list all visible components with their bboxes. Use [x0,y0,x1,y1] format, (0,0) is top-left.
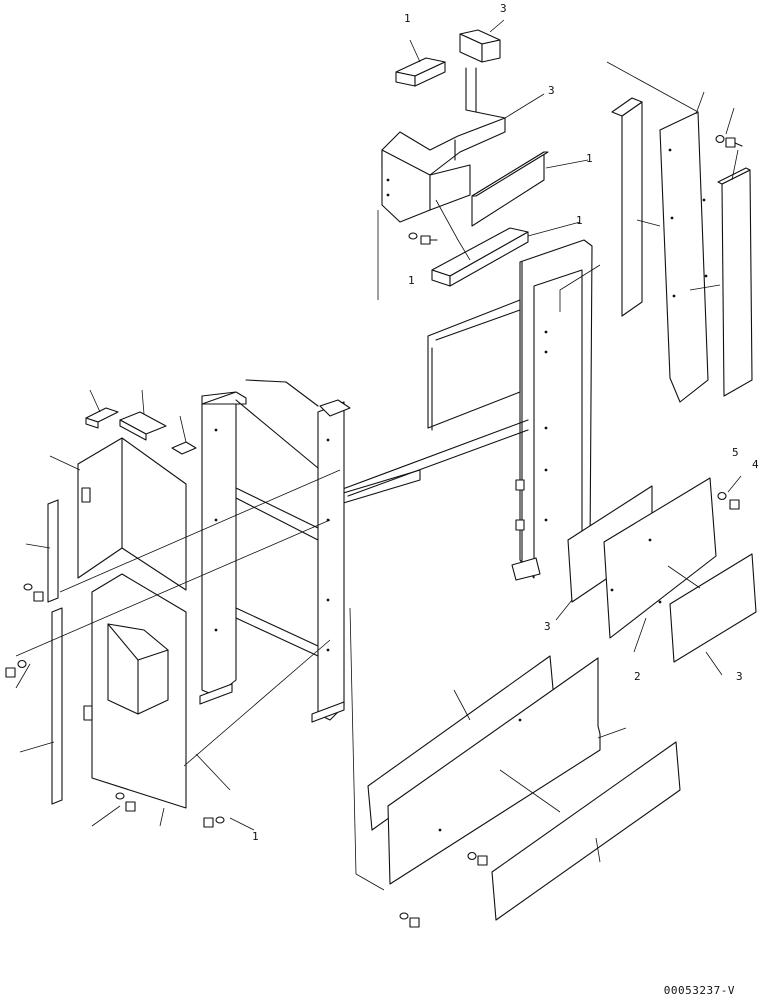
diagram-reference-code: 00053237-V [663,984,735,997]
left-pads [85,407,197,455]
long-lower-plate [387,657,601,885]
callout-plate-right-lower: 2 [634,670,641,683]
callout-bolt-upper-left: 1 [408,274,415,287]
top-bracket-cover [381,67,506,223]
callout-bracket-top: 3 [548,84,555,97]
long-foam-block-front [491,741,681,921]
top-foam-pad-right [459,29,501,63]
bolt-washer-lower-center [399,851,488,928]
callout-washer-right-side: 4 [752,458,759,471]
foam-block-wedge [431,227,529,287]
callout-foam-right-lower-b: 3 [736,670,743,683]
upper-left-panel [77,437,187,591]
side-plate-right-mid [603,477,717,639]
callout-bolt-lower-left: 1 [252,830,259,843]
front-frame [199,379,351,723]
tall-foam-strip-right [717,167,753,397]
callout-pad-lower-right: 1 [576,214,583,227]
foam-block-right-low [669,553,757,663]
left-strips [47,499,63,805]
top-foam-pad-left [395,57,446,87]
leader-lines [15,19,742,891]
bolt-washer-upper-left [408,232,438,245]
bolt-washer-upper-right [715,134,743,148]
callout-bolt-right-side: 5 [732,446,739,459]
tall-side-plate [659,111,709,403]
foam-block-upper-right [471,151,549,227]
callout-pad-top-left: 1 [404,12,411,25]
bolt-washer-left [5,583,44,678]
tall-foam-strip-left [611,97,643,317]
callout-pad-top-right: 3 [500,2,507,15]
bolt-washer-right-mid [717,491,740,510]
bolt-washer-lower-left [115,792,225,828]
callout-pad-upper-right: 1 [586,152,593,165]
lower-left-panel [83,573,187,809]
callout-foam-right-lower: 3 [544,620,551,633]
